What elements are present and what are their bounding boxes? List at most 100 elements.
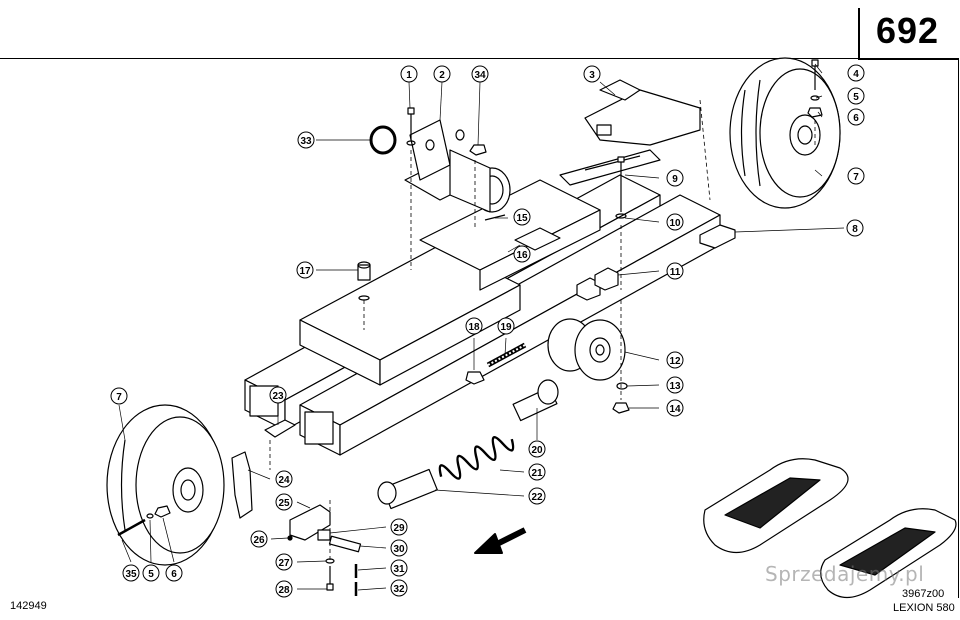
svg-text:35: 35 [125, 569, 137, 580]
watermark: Sprzedajemy.pl [765, 562, 925, 586]
svg-text:17: 17 [299, 266, 311, 277]
frame-right-line [958, 58, 959, 598]
callout-14: 14 [666, 399, 684, 417]
washer-part-5-left [146, 513, 154, 519]
svg-text:6: 6 [171, 569, 177, 580]
callout-15: 15 [513, 208, 531, 226]
figure-id: 142949 [10, 600, 47, 612]
callout-19: 19 [497, 317, 515, 335]
callout-21: 21 [528, 463, 546, 481]
callout-31: 31 [390, 559, 408, 577]
callout-10: 10 [666, 213, 684, 231]
svg-text:29: 29 [393, 523, 405, 534]
callout-27: 27 [275, 553, 293, 571]
svg-text:1: 1 [406, 70, 412, 81]
svg-text:3: 3 [589, 70, 595, 81]
callout-24: 24 [275, 470, 293, 488]
bracket-part-16 [514, 227, 561, 251]
bolt-part-1 [406, 107, 416, 146]
svg-text:18: 18 [468, 322, 480, 333]
svg-text:28: 28 [278, 585, 290, 596]
callout-13: 13 [666, 376, 684, 394]
svg-text:8: 8 [852, 224, 858, 235]
svg-text:19: 19 [500, 322, 512, 333]
svg-text:22: 22 [531, 492, 543, 503]
callout-23: 23 [269, 386, 287, 404]
svg-text:21: 21 [531, 468, 543, 479]
svg-text:7: 7 [853, 172, 859, 183]
block-part-8 [699, 224, 736, 249]
svg-text:5: 5 [148, 569, 154, 580]
grease-nipple-part-26 [287, 535, 293, 541]
cross-member-rear [419, 179, 601, 291]
support-roller-part-12 [547, 318, 626, 381]
spacer-part-17 [357, 261, 371, 301]
piston-part-20 [512, 379, 559, 422]
bracket-part-3 [584, 79, 701, 146]
svg-text:15: 15 [516, 213, 528, 224]
washer-part-13 [616, 382, 628, 390]
svg-text:26: 26 [253, 535, 265, 546]
assembly-lines [269, 99, 816, 560]
callout-5-left: 5 [142, 564, 160, 582]
svg-text:33: 33 [300, 136, 312, 147]
svg-text:30: 30 [393, 544, 405, 555]
svg-text:32: 32 [393, 584, 405, 595]
callout-25: 25 [275, 493, 293, 511]
nut-part-14 [612, 402, 630, 414]
callout-1: 1 [400, 65, 418, 83]
page-number-box [858, 8, 958, 60]
callout-33: 33 [297, 131, 315, 149]
bracket-part-24 [231, 451, 253, 519]
part-callouts: 1 2 34 3 4 5 6 7 33 9 15 10 16 8 17 11 1… [110, 64, 865, 598]
bolt-part-28 [326, 566, 334, 591]
bolt-part-15 [484, 214, 506, 221]
long-bolt-part-9 [615, 156, 627, 219]
svg-text:6: 6 [853, 113, 859, 124]
callout-32: 32 [390, 579, 408, 597]
svg-text:20: 20 [531, 445, 543, 456]
callout-29: 29 [390, 518, 408, 536]
nut-part-6-left [154, 505, 171, 518]
svg-text:16: 16 [516, 250, 528, 261]
svg-text:11: 11 [670, 267, 681, 278]
callout-22: 22 [528, 487, 546, 505]
idler-wheel-right-part-7 [729, 57, 841, 209]
nut-part-18 [465, 371, 485, 385]
svg-text:13: 13 [669, 381, 681, 392]
tracks-overview-left [703, 458, 849, 554]
callout-35: 35 [122, 564, 140, 582]
leader-lines [118, 63, 845, 591]
svg-text:25: 25 [278, 498, 290, 509]
callout-16: 16 [513, 245, 531, 263]
svg-text:10: 10 [669, 218, 681, 229]
direction-arrow [474, 527, 527, 554]
bearing-housing-part-2 [404, 119, 511, 213]
callout-2: 2 [433, 65, 451, 83]
svg-text:2: 2 [439, 70, 445, 81]
washer-part-5-right [810, 95, 820, 101]
callout-9: 9 [666, 169, 684, 187]
callout-12: 12 [666, 351, 684, 369]
svg-text:23: 23 [272, 391, 284, 402]
callout-7-right: 7 [847, 167, 865, 185]
callout-5-right: 5 [847, 87, 865, 105]
callout-30: 30 [390, 539, 408, 557]
callout-7-left: 7 [110, 387, 128, 405]
callout-17: 17 [296, 261, 314, 279]
reference-code: 3967z00 [902, 588, 945, 600]
wear-pads-part-11 [576, 267, 619, 301]
tension-spring-part-21 [438, 436, 515, 480]
callout-28: 28 [275, 580, 293, 598]
svg-text:27: 27 [278, 558, 290, 569]
callout-6-left: 6 [165, 564, 183, 582]
o-ring-part-33 [369, 125, 397, 155]
svg-text:24: 24 [278, 475, 290, 486]
threaded-rod-part-19 [486, 342, 527, 368]
idler-wheel-left-part-7 [106, 404, 225, 566]
callout-4: 4 [847, 64, 865, 82]
tracks-overview-right [820, 508, 957, 599]
svg-text:12: 12 [669, 356, 681, 367]
callout-8: 8 [846, 219, 864, 237]
